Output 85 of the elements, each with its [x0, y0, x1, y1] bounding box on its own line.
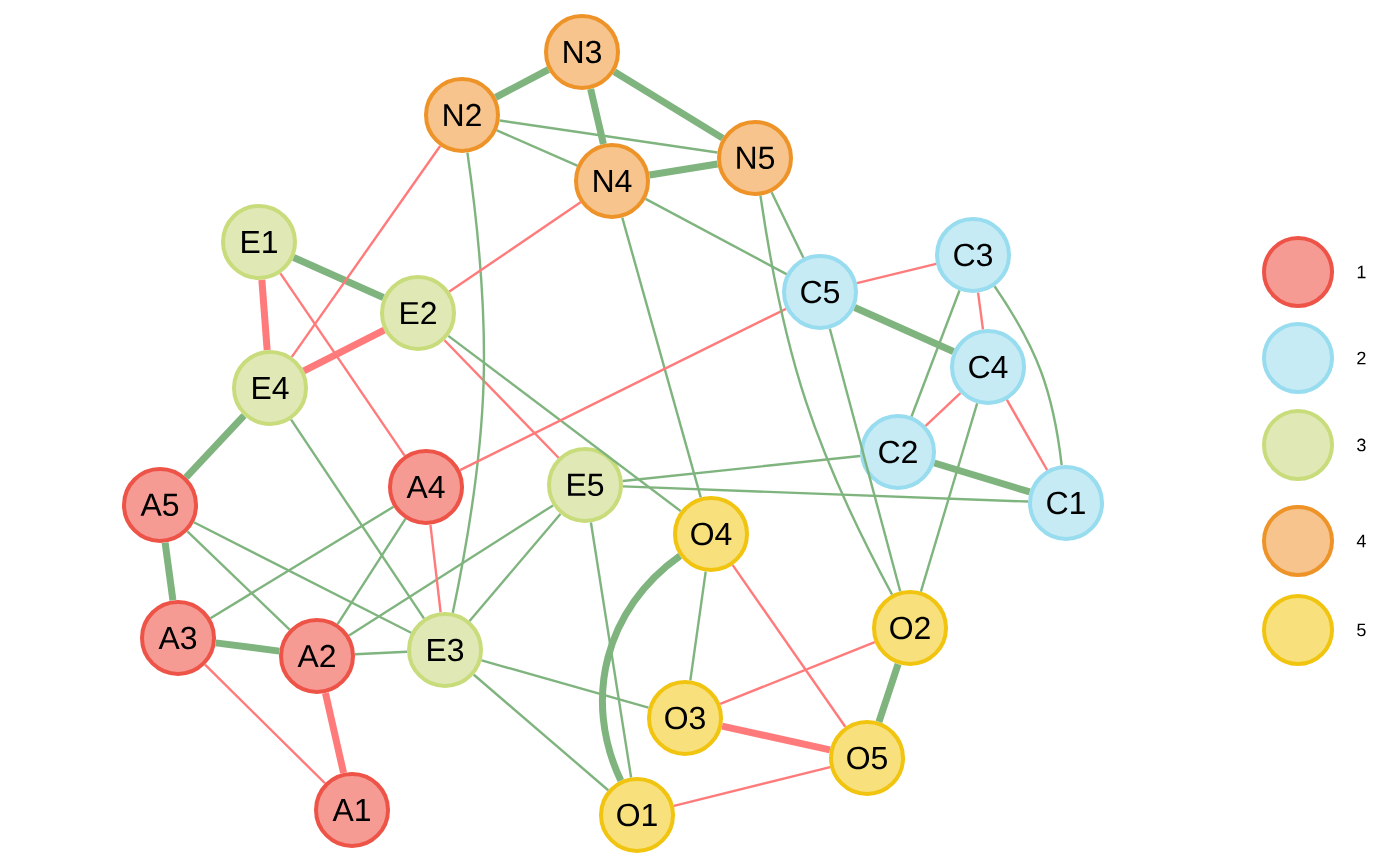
network-edge — [209, 505, 395, 620]
network-edge — [447, 334, 682, 513]
network-edge — [622, 485, 1029, 503]
network-edge — [481, 659, 649, 709]
network-edge — [919, 403, 979, 592]
network-edge — [459, 307, 787, 472]
network-edge — [279, 272, 406, 457]
network-edge — [875, 662, 902, 723]
network-edge — [215, 639, 280, 655]
network-edge — [1005, 399, 1049, 471]
network-edge — [186, 530, 291, 631]
network-edge — [204, 663, 326, 785]
network-edge — [759, 195, 894, 596]
network-edge — [448, 201, 582, 293]
network-node: O1 — [599, 777, 675, 853]
network-edge — [587, 88, 607, 145]
network-node: O4 — [673, 496, 749, 572]
network-edge — [976, 292, 985, 330]
legend-label: 1 — [1357, 265, 1366, 279]
legend-label: 2 — [1357, 351, 1366, 365]
network-node: N3 — [544, 14, 620, 90]
network-edge — [429, 524, 442, 613]
network-edge — [292, 254, 385, 301]
network-node: N2 — [424, 77, 500, 153]
network-edge — [622, 454, 861, 483]
network-node: A3 — [140, 600, 216, 676]
network-edge — [599, 553, 683, 782]
network-edge — [193, 521, 412, 634]
network-edge — [924, 392, 962, 427]
network-node: A1 — [314, 772, 390, 848]
network-edge — [496, 129, 578, 167]
network-node: N4 — [574, 143, 650, 219]
network-edge — [644, 197, 788, 276]
network-node: A5 — [122, 467, 198, 543]
network-edge — [336, 518, 407, 625]
network-node: E2 — [380, 275, 456, 351]
network-edge — [473, 673, 609, 792]
network-edge — [348, 504, 554, 637]
network-edge — [258, 279, 271, 351]
network-edge — [354, 650, 408, 656]
network-node: A4 — [388, 449, 464, 525]
network-edge — [322, 692, 347, 774]
network-edge — [468, 513, 562, 622]
network-node: O5 — [829, 720, 905, 796]
network-edge — [770, 191, 805, 259]
network-edge — [302, 327, 386, 374]
network-edge — [719, 641, 876, 705]
network-edge — [161, 542, 177, 601]
network-node: O2 — [872, 590, 948, 666]
network-edge — [443, 339, 560, 459]
legend-label: 3 — [1357, 438, 1366, 452]
network-edge — [451, 152, 486, 614]
network-edge — [721, 722, 831, 754]
network-edge — [183, 413, 247, 480]
network-node: E1 — [221, 204, 297, 280]
network-node: O3 — [647, 680, 723, 756]
network-node: C4 — [950, 329, 1026, 405]
network-node: C2 — [860, 414, 936, 490]
network-edge — [731, 564, 847, 728]
network-edge — [856, 262, 937, 285]
network-edge — [499, 119, 718, 154]
network-edge — [648, 160, 719, 179]
network-edge — [612, 68, 725, 142]
network-node: C1 — [1028, 465, 1104, 541]
network-edge — [933, 459, 1031, 496]
network-edge — [589, 522, 633, 778]
network-node: E5 — [547, 447, 623, 523]
network-edge — [290, 145, 442, 358]
legend-label: 5 — [1357, 623, 1366, 637]
network-node: C3 — [935, 217, 1011, 293]
network-edge — [828, 328, 902, 592]
network-edge — [993, 285, 1063, 466]
network-node: E3 — [407, 612, 483, 688]
network-node: E4 — [232, 350, 308, 426]
network-node: C5 — [782, 254, 858, 330]
network-node: A2 — [279, 618, 355, 694]
network-node: N5 — [717, 120, 793, 196]
legend-label: 4 — [1356, 534, 1366, 548]
network-edge — [290, 418, 425, 620]
network-edge — [910, 290, 961, 417]
network-edge — [853, 304, 955, 355]
network-edge — [689, 571, 707, 681]
network-edge — [673, 765, 831, 807]
network-edge — [621, 217, 702, 498]
network-edge — [494, 66, 550, 101]
